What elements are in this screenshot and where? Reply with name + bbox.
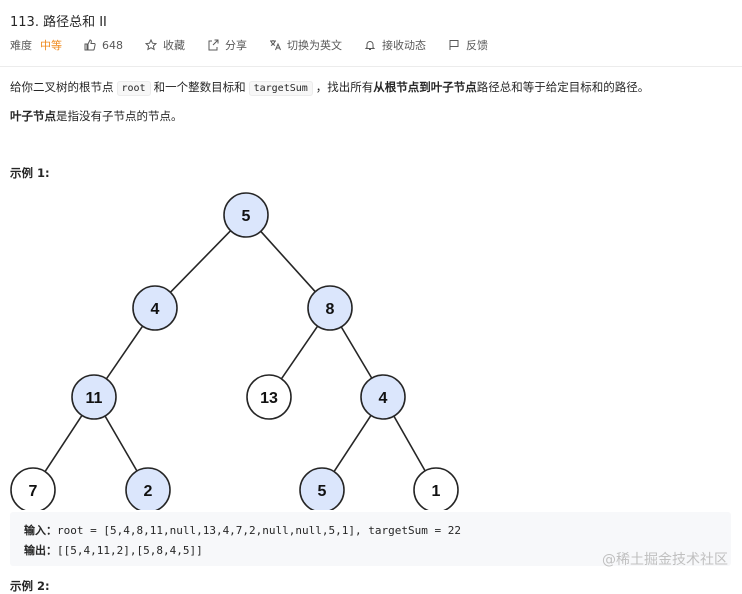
- tree-node-n8: 8: [307, 285, 353, 331]
- output-value: [[5,4,11,2],[5,8,4,5]]: [57, 544, 203, 557]
- example-1-title: 示例 1:: [10, 166, 50, 180]
- tree-edge: [340, 326, 373, 379]
- watermark: @稀土掘金技术社区: [602, 552, 728, 568]
- tree-node-circle: [299, 467, 345, 510]
- difficulty-label: 难度: [10, 39, 32, 52]
- description-emphasis: 叶子节点: [10, 109, 56, 123]
- problem-toolbar: 难度 中等 648 收藏 分享 切换为英文 接收动态 反馈: [10, 37, 510, 53]
- description-emphasis: 从根节点到叶子节点: [373, 80, 477, 94]
- tree-edge: [104, 415, 138, 472]
- tree-node-n4b: 4: [360, 374, 406, 420]
- description-paragraph-2: 叶子节点是指没有子节点的节点。: [10, 108, 183, 124]
- tree-node-circle: [125, 467, 171, 510]
- tree-edge: [393, 415, 426, 472]
- thumbs-up-icon: [84, 39, 96, 51]
- subscribe-label: 接收动态: [382, 39, 426, 52]
- description-text: ，找出所有: [315, 80, 374, 94]
- difficulty-badge: 中等: [40, 39, 62, 52]
- favorite-button[interactable]: 收藏: [145, 37, 185, 53]
- tree-node-label: 7: [29, 483, 38, 500]
- inline-code-root: root: [116, 81, 151, 96]
- tree-node-circle: [307, 285, 353, 331]
- tree-node-circle: [360, 374, 406, 420]
- translate-icon: [270, 40, 281, 51]
- description-text: 路径总和等于给定目标和的路径。: [476, 80, 650, 94]
- subscribe-button[interactable]: 接收动态: [364, 37, 426, 53]
- tree-node-n5b: 5: [299, 467, 345, 510]
- tree-edge: [44, 414, 83, 473]
- inline-code-targetsum: targetSum: [248, 81, 313, 96]
- tree-node-n1: 1: [413, 467, 459, 510]
- like-button[interactable]: 648: [84, 39, 123, 52]
- tree-node-n13: 13: [246, 374, 292, 420]
- feedback-button[interactable]: 反馈: [448, 37, 488, 53]
- example-2-title: 示例 2:: [10, 579, 50, 593]
- example-output-line: 输出：[[5,4,11,2],[5,8,4,5]]: [24, 542, 203, 558]
- input-value: root = [5,4,8,11,null,13,4,7,2,null,null…: [57, 524, 461, 537]
- tree-node-circle: [10, 467, 56, 510]
- example-input-line: 输入：root = [5,4,8,11,null,13,4,7,2,null,n…: [24, 522, 461, 538]
- tree-edge: [280, 325, 319, 380]
- output-label: 输出：: [24, 544, 57, 557]
- share-button[interactable]: 分享: [207, 37, 247, 53]
- tree-node-label: 1: [432, 483, 441, 500]
- binary-tree-diagram: 5 4 8 11 13 4 7 2 5 1: [10, 192, 459, 510]
- problem-title: 113. 路径总和 II: [10, 15, 107, 30]
- tree-node-label: 5: [318, 483, 327, 500]
- tree-edge: [260, 230, 316, 293]
- favorite-label: 收藏: [163, 39, 185, 52]
- tree-edge: [169, 230, 232, 293]
- tree-node-label: 5: [242, 208, 251, 225]
- tree-node-label: 8: [326, 301, 335, 318]
- switch-language-button[interactable]: 切换为英文: [269, 37, 342, 53]
- tree-node-n7: 7: [10, 467, 56, 510]
- like-count: 648: [102, 38, 123, 52]
- tree-node-circle: [71, 374, 117, 420]
- switch-language-label: 切换为英文: [287, 39, 342, 52]
- share-icon: [208, 39, 219, 51]
- tree-node-label: 4: [151, 301, 160, 318]
- feedback-label: 反馈: [466, 39, 488, 52]
- tree-node-circle: [413, 467, 459, 510]
- flag-icon: [449, 40, 459, 50]
- tree-node-label: 11: [86, 390, 103, 407]
- tree-edge: [105, 325, 144, 380]
- input-label: 输入：: [24, 524, 57, 537]
- description-text: 和一个整数目标和: [153, 80, 246, 94]
- tree-edge: [333, 414, 372, 473]
- tree-node-n2: 2: [125, 467, 171, 510]
- tree-node-n5: 5: [223, 192, 269, 238]
- share-label: 分享: [225, 39, 247, 52]
- tree-node-label: 2: [144, 483, 153, 500]
- tree-node-n11: 11: [71, 374, 117, 420]
- bell-icon: [364, 41, 376, 50]
- header-divider: [0, 66, 742, 67]
- tree-node-label: 13: [260, 390, 278, 407]
- description-text: 是指没有子节点的节点。: [56, 109, 183, 123]
- tree-node-circle: [223, 192, 269, 238]
- star-icon: [145, 39, 157, 51]
- description-text: 给你二叉树的根节点: [10, 80, 114, 94]
- example-1-io-block: 输入：root = [5,4,8,11,null,13,4,7,2,null,n…: [10, 512, 731, 566]
- tree-node-circle: [132, 285, 178, 331]
- tree-node-circle: [246, 374, 292, 420]
- tree-node-n4: 4: [132, 285, 178, 331]
- tree-node-label: 4: [379, 390, 388, 407]
